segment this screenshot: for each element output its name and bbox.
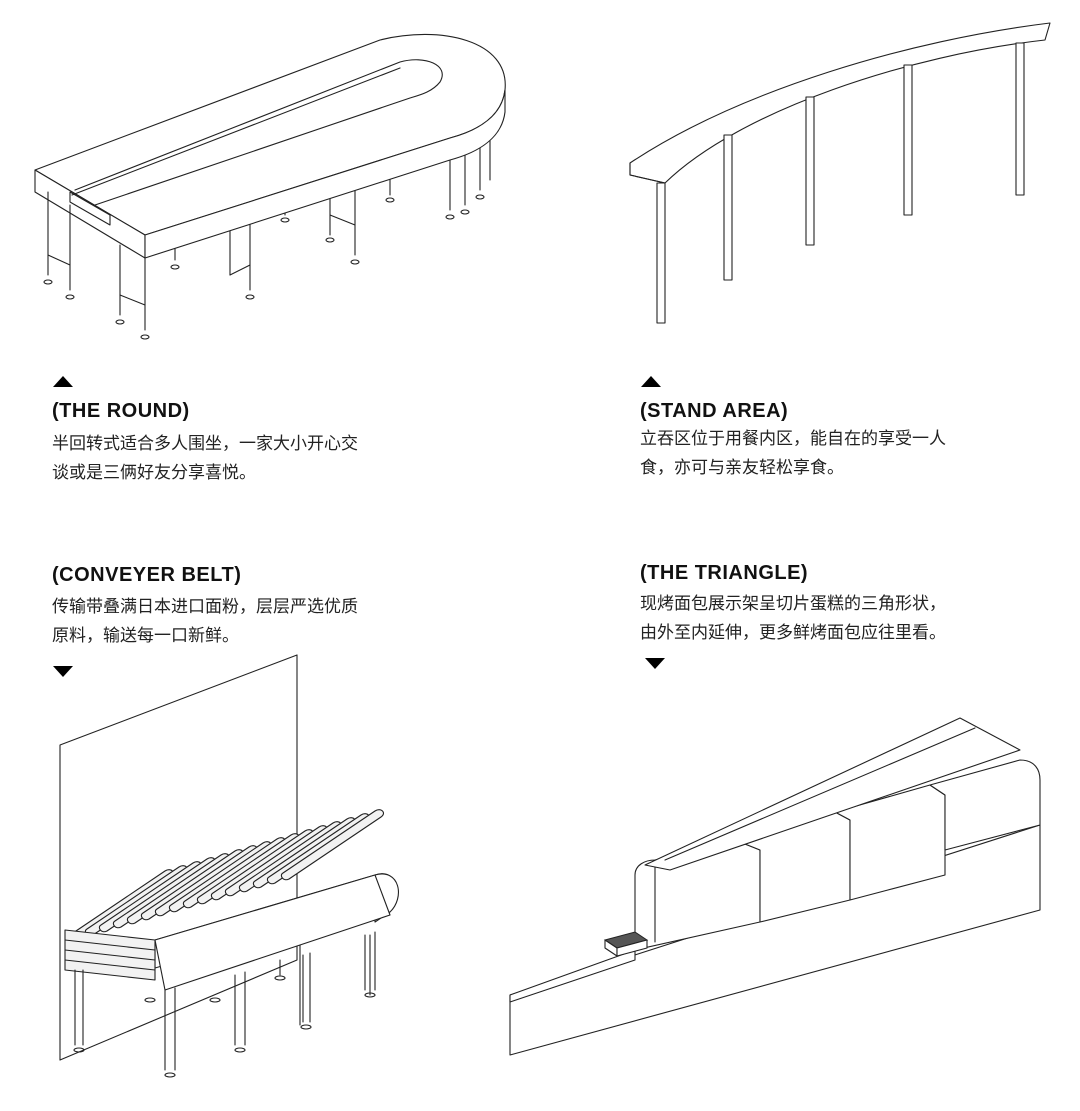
triangle-down-icon xyxy=(53,666,73,677)
triangle-description-line: 由外至内延伸，更多鲜烤面包应往里看。 xyxy=(640,623,946,643)
stand-counter-illustration xyxy=(629,22,1051,324)
triangle-display-illustration xyxy=(509,717,1041,1056)
round-description-line: 谈或是三俩好友分享喜悦。 xyxy=(52,463,256,483)
triangle-description-line: 现烤面包展示架呈切片蛋糕的三角形状， xyxy=(640,594,946,614)
triangle-up-icon xyxy=(641,376,661,387)
triangle-up-icon xyxy=(53,376,73,387)
conveyor-description-line: 传输带叠满日本进口面粉，层层严选优质 xyxy=(52,597,358,617)
round-title: (THE ROUND) xyxy=(52,400,190,422)
conveyor-title: (CONVEYER BELT) xyxy=(52,564,242,586)
stand-title: (STAND AREA) xyxy=(640,400,789,422)
stand-description-line: 立吞区位于用餐内区，能自在的享受一人 xyxy=(640,429,946,449)
triangle-down-icon xyxy=(645,658,665,669)
conveyor-description-line: 原料，输送每一口新鲜。 xyxy=(52,626,239,646)
triangle-description: 现烤面包展示架呈切片蛋糕的三角形状， 由外至内延伸，更多鲜烤面包应往里看。 xyxy=(640,590,1060,648)
stand-description-line: 食，亦可与亲友轻松享食。 xyxy=(640,458,844,478)
conveyor-description: 传输带叠满日本进口面粉，层层严选优质 原料，输送每一口新鲜。 xyxy=(52,593,472,651)
conveyor-belt-illustration xyxy=(59,654,399,1078)
round-counter-illustration xyxy=(34,33,506,340)
stand-description: 立吞区位于用餐内区，能自在的享受一人 食，亦可与亲友轻松享食。 xyxy=(640,425,1060,483)
conveyor-roller xyxy=(280,809,384,881)
triangle-title: (THE TRIANGLE) xyxy=(640,562,809,584)
round-description: 半回转式适合多人围坐，一家大小开心交 谈或是三俩好友分享喜悦。 xyxy=(52,430,472,488)
round-description-line: 半回转式适合多人围坐，一家大小开心交 xyxy=(52,434,358,454)
